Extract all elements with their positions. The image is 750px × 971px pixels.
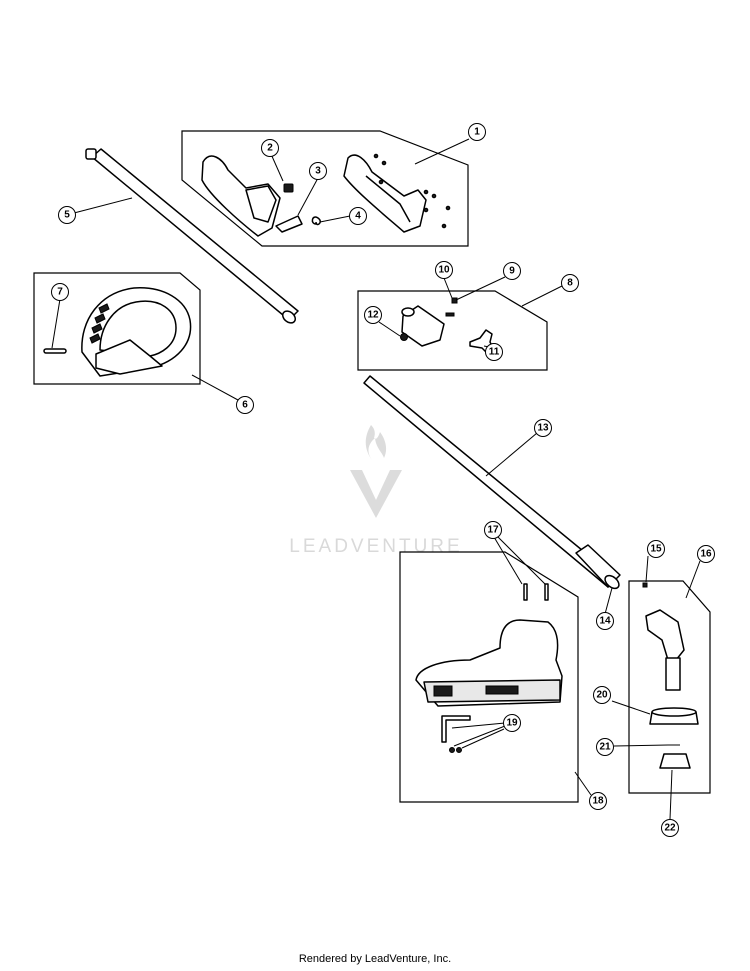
footer-credit: Rendered by LeadVenture, Inc. <box>298 953 452 965</box>
svg-text:22: 22 <box>664 823 676 834</box>
svg-text:11: 11 <box>489 347 500 358</box>
callout-5: 5 <box>58 206 76 224</box>
rear-handle <box>43 287 192 377</box>
svg-text:18: 18 <box>592 796 604 807</box>
svg-text:17: 17 <box>487 525 499 536</box>
coupler-outline <box>357 290 548 371</box>
coupler-assembly <box>400 297 495 355</box>
callout-3: 3 <box>309 162 327 180</box>
svg-text:12: 12 <box>367 310 379 321</box>
callout-22: 22 <box>661 819 679 837</box>
callout-11: 11 <box>485 343 503 361</box>
callout-8: 8 <box>561 274 579 292</box>
svg-text:7: 7 <box>57 287 63 298</box>
callout-6: 6 <box>236 396 254 414</box>
gearbox-assembly <box>642 582 699 769</box>
svg-text:16: 16 <box>700 549 712 560</box>
gearbox-outline <box>628 580 711 794</box>
svg-text:19: 19 <box>506 718 518 729</box>
callout-1: 1 <box>468 123 486 141</box>
watermark: LEADVENTURE <box>289 425 462 557</box>
callout-9: 9 <box>503 262 521 280</box>
screw-set <box>373 153 451 229</box>
leader-lines <box>51 138 701 820</box>
upper-shaft <box>85 148 299 324</box>
callout-12: 12 <box>364 306 382 324</box>
watermark-text: LEADVENTURE <box>289 536 462 557</box>
svg-text:9: 9 <box>509 266 515 277</box>
lower-shaft <box>363 375 621 590</box>
svg-text:21: 21 <box>599 742 611 753</box>
callout-20: 20 <box>593 686 611 704</box>
callout-15: 15 <box>647 540 665 558</box>
svg-text:13: 13 <box>537 423 549 434</box>
callout-13: 13 <box>534 419 552 437</box>
callout-21: 21 <box>596 738 614 756</box>
trimmer-shield <box>415 583 563 753</box>
svg-text:15: 15 <box>650 544 662 555</box>
callout-18: 18 <box>589 792 607 810</box>
svg-text:8: 8 <box>567 278 573 289</box>
callout-10: 10 <box>435 261 453 279</box>
callout-16: 16 <box>697 545 715 563</box>
svg-text:5: 5 <box>64 210 70 221</box>
svg-text:3: 3 <box>315 166 321 177</box>
svg-text:4: 4 <box>355 211 361 222</box>
callout-19: 19 <box>503 714 521 732</box>
callout-14: 14 <box>596 612 614 630</box>
svg-text:1: 1 <box>474 127 480 138</box>
grip-ribs <box>89 303 110 344</box>
shield-outline <box>399 551 579 803</box>
handle-assembly <box>201 153 451 237</box>
svg-text:6: 6 <box>242 400 248 411</box>
svg-text:14: 14 <box>599 616 611 627</box>
callout-7: 7 <box>51 283 69 301</box>
watermark-logo-icon <box>350 425 402 518</box>
rear-handle-outline <box>33 272 201 385</box>
callout-4: 4 <box>349 207 367 225</box>
svg-text:2: 2 <box>267 143 273 154</box>
svg-text:20: 20 <box>596 690 608 701</box>
callout-17: 17 <box>484 521 502 539</box>
callout-2: 2 <box>261 139 279 157</box>
handle-assembly-outline <box>181 130 469 247</box>
svg-text:10: 10 <box>438 265 450 276</box>
